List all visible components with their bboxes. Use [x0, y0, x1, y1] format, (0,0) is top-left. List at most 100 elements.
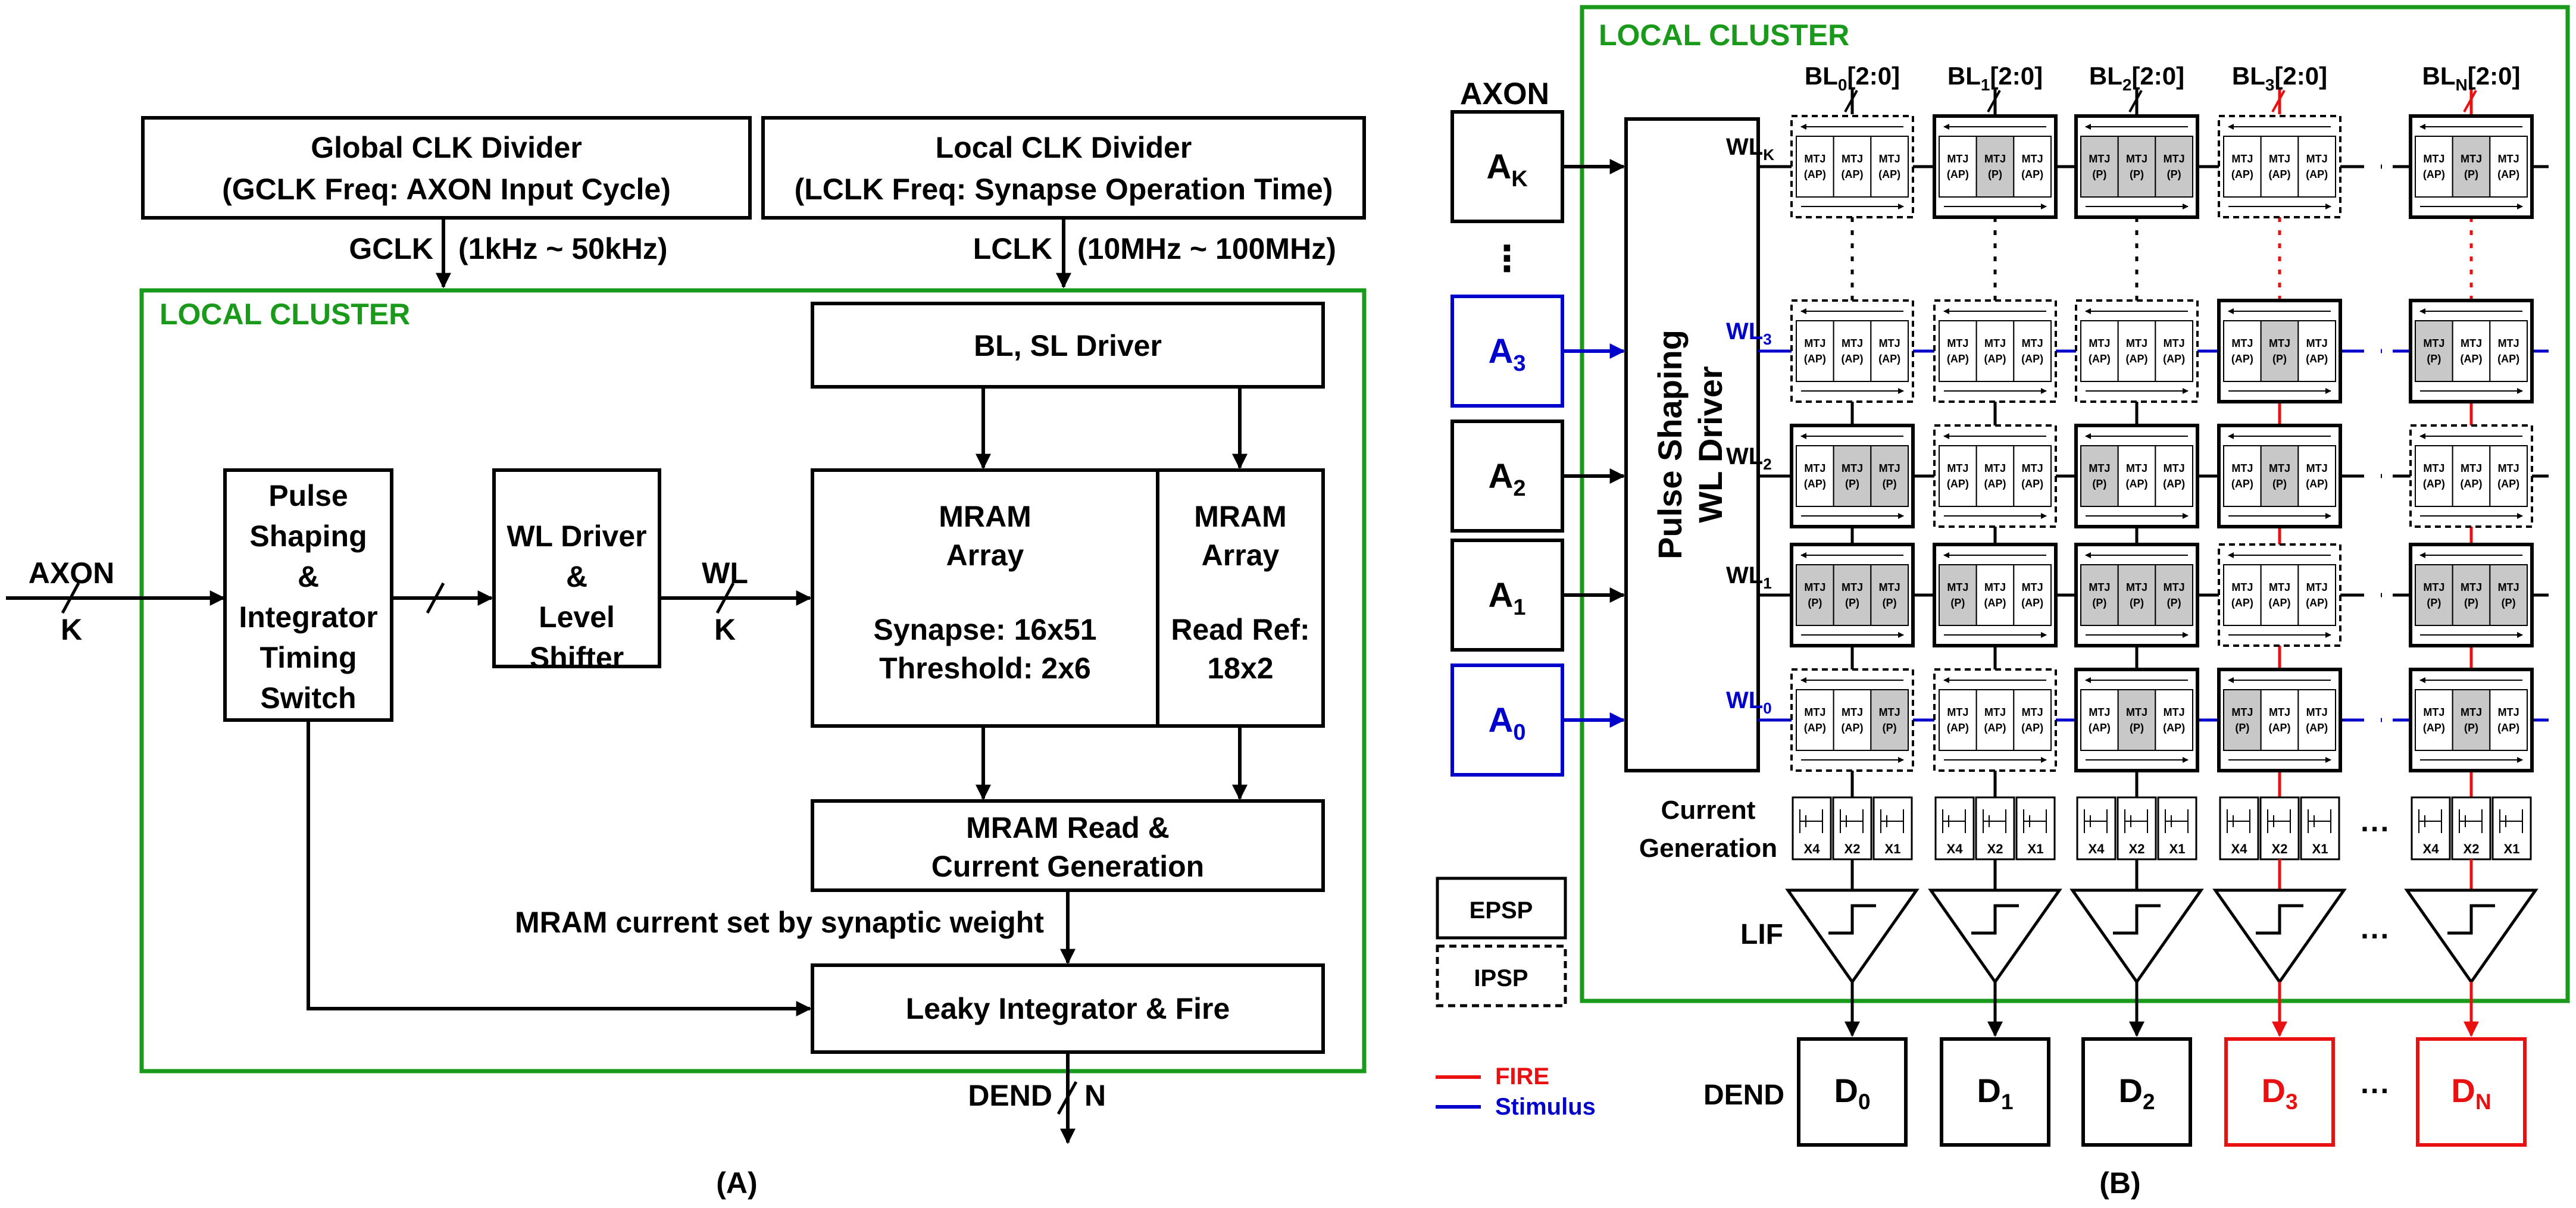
- axon-label: A2: [1488, 457, 1525, 501]
- local-clk-freq: (LCLK Freq: Synapse Operation Time): [795, 173, 1333, 206]
- local-cluster-title-b: LOCAL CLUSTER: [1599, 18, 1849, 52]
- mtj-subcell: [2117, 136, 2156, 198]
- mtj-subcell: [2260, 689, 2299, 751]
- mtj-cell-epsp: MTJ(AP)MTJ(P)MTJ(AP): [2074, 668, 2199, 772]
- local-cluster-frame-b: [1580, 5, 2570, 1003]
- mtj-cell-ipsp: MTJ(AP)MTJ(AP)MTJ(AP): [2218, 115, 2341, 218]
- mtj-subcell: [2297, 689, 2336, 751]
- wl-label: WL2: [1726, 443, 1772, 473]
- mtj-subcell: [1870, 445, 1909, 507]
- mtj-cell-epsp: MTJ(AP)MTJ(P)MTJ(AP): [2409, 668, 2534, 772]
- mtj-label: MTJ: [2306, 462, 2328, 474]
- panel-a: Global CLK Divider (GCLK Freq: AXON Inpu…: [6, 116, 1367, 1200]
- mtj-state: (P): [2502, 597, 2516, 609]
- mtj-state: (P): [2167, 597, 2181, 609]
- mtj-label: MTJ: [2126, 337, 2147, 349]
- bl-label: BL1[2:0]: [1947, 62, 2043, 94]
- mtj-label: MTJ: [2461, 337, 2482, 349]
- dend-label: D3: [2261, 1072, 2297, 1114]
- mtj-cell-grid: BL0[2:0]BL1[2:0]BL2[2:0]BL3[2:0]BLN[2:0]…: [1726, 62, 2549, 797]
- lclk-range: (10MHz ~ 100MHz): [1077, 232, 1336, 265]
- lif-step-symbol: [2256, 904, 2303, 935]
- mtj-state: (P): [2464, 168, 2478, 180]
- mtj-subcell: [2117, 445, 2156, 507]
- pulse-wl-driver-line1: Pulse Shaping: [1651, 330, 1689, 559]
- mtj-state: (AP): [2163, 722, 2185, 734]
- mtj-cell-epsp: MTJ(P)MTJ(AP)MTJ(AP): [1933, 543, 2058, 647]
- mram-synapse-size: Synapse: 16x51: [873, 613, 1096, 646]
- mtj-state: (AP): [2021, 597, 2043, 609]
- mtj-state: (AP): [2021, 353, 2043, 365]
- wl-label-a: WL: [702, 556, 748, 590]
- bl-bus-slash: [1844, 90, 1858, 112]
- dend-box: [1797, 1037, 1908, 1147]
- mtj-subcell: [2155, 445, 2193, 507]
- dend-n-a: N: [1084, 1079, 1106, 1112]
- current-mirror-symbol: [1880, 809, 1904, 833]
- mtj-subcell: [2080, 564, 2119, 626]
- mtj-subcell: [2223, 445, 2262, 507]
- mram-read-line: Current Generation: [931, 850, 1204, 883]
- current-mirror-cell: [2015, 796, 2056, 860]
- mtj-subcell: [2452, 689, 2491, 751]
- mtj-state: (AP): [2497, 353, 2519, 365]
- mtj-subcell: [2489, 136, 2528, 198]
- mtj-cell-epsp: MTJ(P)MTJ(P)MTJ(P): [2074, 114, 2199, 219]
- mtj-label: MTJ: [2164, 462, 2185, 474]
- mtj-label: MTJ: [1984, 706, 2006, 718]
- mtj-state: (AP): [2497, 722, 2519, 734]
- mtj-label: MTJ: [2423, 337, 2444, 349]
- mtj-label: MTJ: [2461, 153, 2482, 165]
- mtj-state: (AP): [2306, 597, 2328, 609]
- bl-label: BL2[2:0]: [2089, 62, 2184, 94]
- axon-k-a: K: [61, 613, 82, 646]
- mtj-subcell: [2080, 320, 2119, 382]
- mtj-state: (AP): [2423, 168, 2445, 180]
- current-generation-label: Generation: [1639, 834, 1777, 863]
- dend-ellipsis: ···: [2361, 1074, 2390, 1107]
- wl-label: WL3: [1726, 318, 1772, 348]
- mtj-state: (AP): [1878, 168, 1900, 180]
- mtj-state: (AP): [2089, 353, 2111, 365]
- current-mirror-cell: [2219, 796, 2259, 860]
- local-cluster-frame-a: [139, 288, 1367, 1074]
- mtj-label: MTJ: [2164, 581, 2185, 593]
- current-mirror-cell: [2451, 796, 2491, 860]
- mram-ref-subtitle: Array: [1202, 539, 1280, 572]
- mtj-state: (AP): [2231, 353, 2253, 365]
- wl-label: WLK: [1726, 134, 1774, 164]
- mtj-state: (P): [2235, 722, 2249, 734]
- mtj-subcell: [1939, 689, 1977, 751]
- mtj-subcell: [2260, 564, 2299, 626]
- local-clk-divider: Local CLK Divider (LCLK Freq: Synapse Op…: [761, 116, 1366, 220]
- dend-label: D2: [2118, 1072, 2155, 1114]
- mtj-subcell: [2415, 136, 2453, 198]
- current-mirror-cell: [2411, 796, 2451, 860]
- mtj-subcell: [1975, 445, 2015, 507]
- cg-multiplier: X2: [2129, 841, 2145, 856]
- mtj-label: MTJ: [1842, 706, 1863, 718]
- lif-triangle: [2212, 888, 2347, 985]
- cg-multiplier: X2: [2464, 841, 2480, 856]
- mtj-subcell: [1870, 689, 1909, 751]
- mtj-subcell: [2452, 320, 2491, 382]
- mtj-subcell: [1975, 136, 2015, 198]
- mtj-subcell: [2117, 564, 2156, 626]
- mtj-state: (P): [1988, 168, 2002, 180]
- legend-stimulus: Stimulus: [1495, 1094, 1596, 1120]
- mtj-subcell: [2297, 320, 2336, 382]
- mtj-label: MTJ: [1947, 706, 1968, 718]
- axon-label: A3: [1488, 332, 1525, 376]
- mtj-state: (AP): [1842, 722, 1864, 734]
- axon-label: A1: [1488, 576, 1525, 620]
- global-clk-divider: Global CLK Divider (GCLK Freq: AXON Inpu…: [141, 116, 752, 220]
- mram-ref-label: Read Ref:: [1171, 613, 1309, 646]
- wl-driver-line: Shifter: [530, 641, 624, 674]
- mtj-state: (P): [1883, 478, 1897, 490]
- mtj-label: MTJ: [2089, 462, 2110, 474]
- mtj-subcell: [2155, 689, 2193, 751]
- current-mirror-cell: [1832, 796, 1872, 860]
- gclk-label: GCLK: [349, 232, 433, 265]
- mtj-subcell: [2260, 445, 2299, 507]
- mtj-label: MTJ: [2306, 581, 2328, 593]
